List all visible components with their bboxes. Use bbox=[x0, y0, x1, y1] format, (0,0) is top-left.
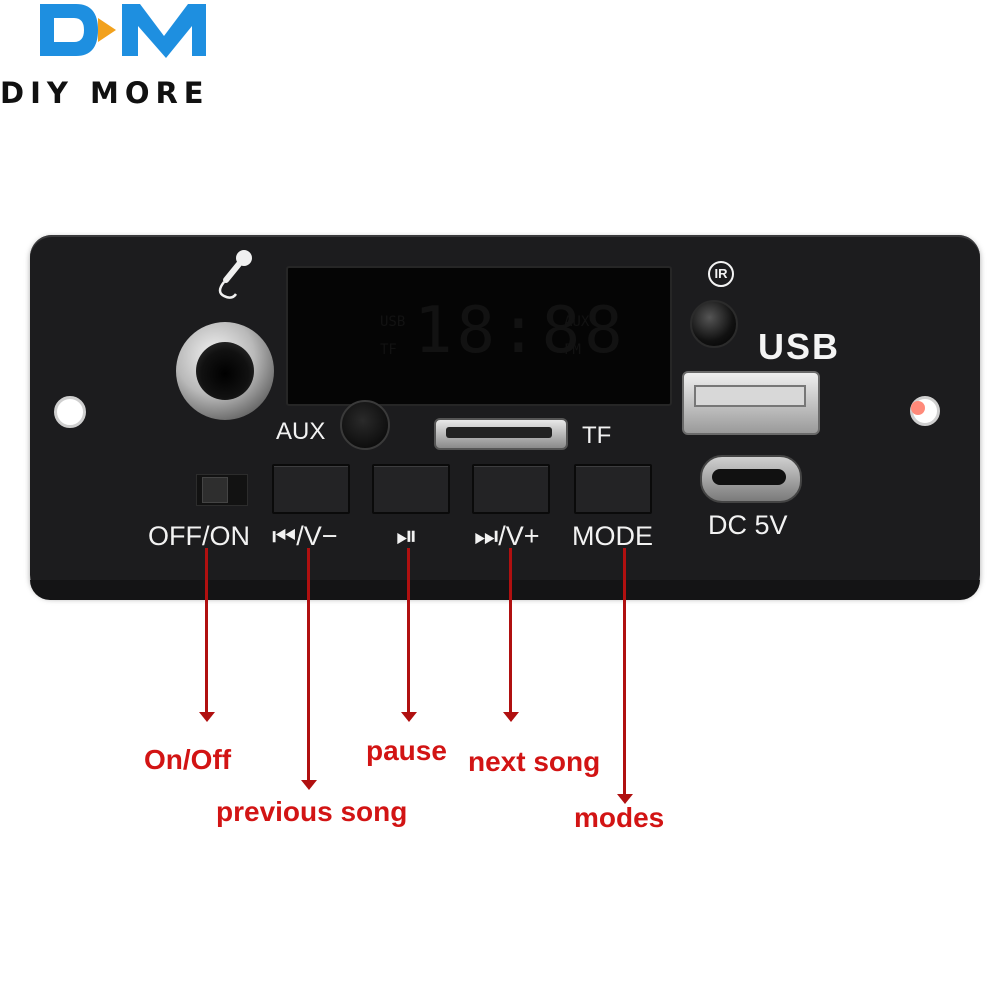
mic-jack-socket[interactable] bbox=[196, 342, 254, 400]
diymore-logo-mark bbox=[40, 4, 206, 58]
dc-5v-label: DC 5V bbox=[708, 510, 788, 540]
arrow-on-off-head bbox=[199, 712, 215, 722]
power-switch[interactable] bbox=[202, 477, 228, 503]
arrow-previous-head bbox=[301, 780, 317, 790]
microphone-icon bbox=[218, 250, 252, 299]
brand-name: DIY MORE bbox=[0, 76, 210, 110]
lcd-ghost-aux: AUX bbox=[564, 314, 590, 330]
lcd-ghost-fm: FM bbox=[564, 342, 581, 358]
ir-badge: IR bbox=[708, 261, 734, 287]
callout-on-off: On/Off bbox=[144, 744, 232, 775]
lcd-ghost-tf: TF bbox=[380, 342, 397, 358]
next-button[interactable] bbox=[472, 464, 550, 514]
usb-label: USB bbox=[758, 326, 841, 367]
callout-pause: pause bbox=[366, 735, 447, 766]
lcd-ghost-usb: USB bbox=[380, 314, 406, 330]
prev-label: ⏮/V− bbox=[272, 521, 338, 551]
arrow-next-head bbox=[503, 712, 519, 722]
usb-a-tongue bbox=[694, 385, 806, 407]
play-label: ⏯ bbox=[396, 521, 418, 551]
usb-c-inner bbox=[712, 469, 786, 485]
ir-receiver bbox=[690, 300, 738, 348]
arrow-on-off-line bbox=[205, 548, 208, 714]
callout-next-song: next song bbox=[468, 746, 601, 777]
next-label: ⏭/V+ bbox=[474, 521, 540, 551]
prev-button[interactable] bbox=[272, 464, 350, 514]
lcd-ghost-digits: 18:88 bbox=[414, 294, 627, 368]
power-label: OFF/ON bbox=[148, 521, 250, 551]
panel-bottom-edge bbox=[30, 580, 980, 600]
mode-button[interactable] bbox=[574, 464, 652, 514]
arrow-pause-line bbox=[407, 548, 410, 714]
lcd-display: USB TF 18:88 AUX FM bbox=[286, 266, 672, 406]
callout-modes: modes bbox=[574, 802, 665, 833]
power-led bbox=[911, 401, 925, 415]
aux-jack[interactable] bbox=[340, 400, 390, 450]
aux-label: AUX bbox=[276, 418, 326, 445]
callout-previous-song: previous song bbox=[216, 796, 408, 827]
mounting-hole-left bbox=[54, 396, 86, 428]
mode-label: MODE bbox=[572, 521, 653, 551]
arrow-previous-line bbox=[307, 548, 310, 782]
arrow-modes-head bbox=[617, 794, 633, 804]
arrow-modes-line bbox=[623, 548, 626, 796]
tf-label: TF bbox=[582, 422, 612, 449]
arrow-next-line bbox=[509, 548, 512, 714]
tf-card-inner bbox=[446, 427, 552, 438]
play-pause-button[interactable] bbox=[372, 464, 450, 514]
arrow-pause-head bbox=[401, 712, 417, 722]
